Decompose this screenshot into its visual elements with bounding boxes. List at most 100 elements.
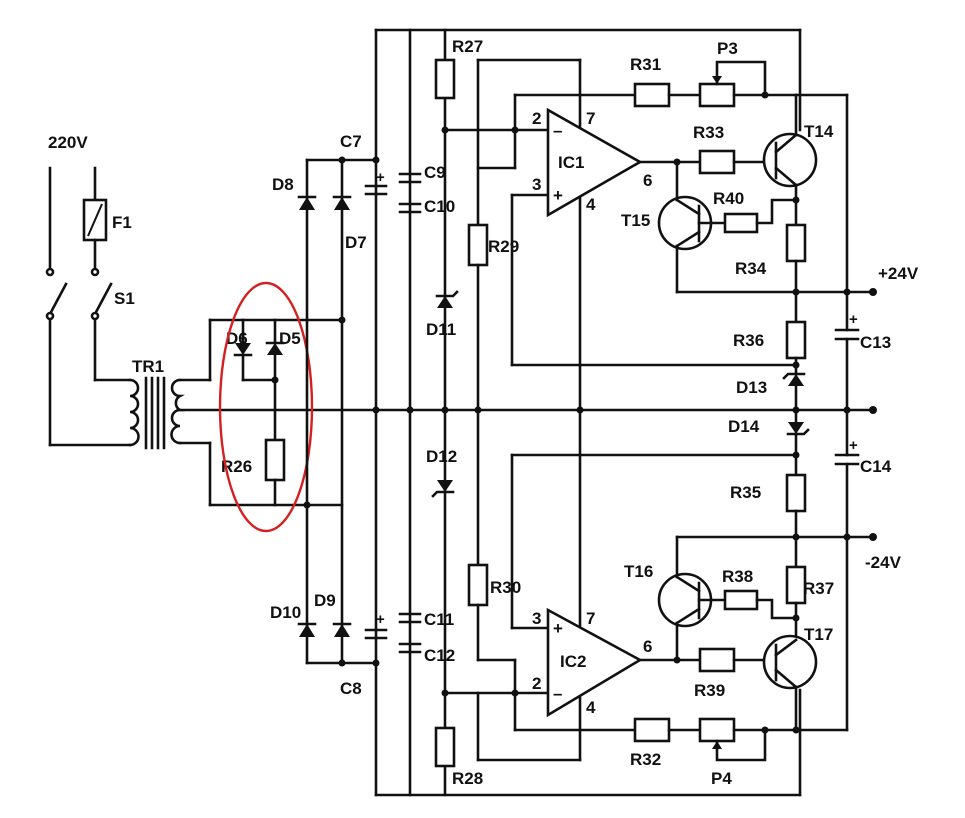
- ic2-pin2: 2: [532, 674, 541, 693]
- d9-label: D9: [314, 591, 336, 610]
- r28-label: R28: [452, 769, 483, 788]
- ic2-label: IC2: [560, 652, 586, 671]
- potentiometer-p4: [698, 717, 736, 743]
- t16-label: T16: [624, 562, 653, 581]
- d6-label: D6: [226, 329, 248, 348]
- diode-d6: [235, 343, 251, 355]
- c13-plus: +: [849, 311, 858, 328]
- c8-plus: +: [376, 611, 385, 628]
- c14-plus: +: [849, 437, 858, 454]
- negative-regulator: D14 R35 + C14 -24V R37 T16 R38 R3: [467, 408, 902, 788]
- potentiometer-p3: [698, 82, 736, 108]
- c11-label: C11: [424, 610, 454, 629]
- r35-label: R35: [730, 483, 761, 502]
- mains-label: 220V: [48, 133, 88, 152]
- diode-d7: [334, 197, 350, 210]
- resistor-r31: [633, 82, 671, 108]
- resistor-r27: [434, 58, 456, 100]
- filter-capacitors: C7 + C8 + C9 C10 C11 C12: [340, 132, 455, 698]
- r37-label: R37: [803, 579, 834, 598]
- ic1-plus: +: [553, 186, 563, 205]
- r40-label: R40: [713, 189, 744, 208]
- transformer-label: TR1: [132, 357, 164, 376]
- c12-label: C12: [424, 646, 455, 665]
- bridge-rectifier: D8 D7 D10 D9: [270, 156, 380, 667]
- r38-label: R38: [722, 567, 753, 586]
- p4-label: P4: [711, 769, 732, 788]
- pos-label: +24V: [878, 264, 919, 283]
- c8-label: C8: [340, 679, 362, 698]
- ic2-pin7: 7: [586, 609, 595, 628]
- resistor-r36: [785, 320, 807, 360]
- d14-label: D14: [728, 417, 760, 436]
- ic1-minus: –: [553, 121, 562, 140]
- resistor-r35: [785, 473, 807, 513]
- r39-label: R39: [694, 681, 725, 700]
- r26-label: R26: [221, 457, 252, 476]
- resistor-r32: [633, 717, 671, 743]
- switch-label: S1: [114, 289, 135, 308]
- ground-rail: [178, 406, 877, 414]
- t15-label: T15: [621, 211, 650, 230]
- neg-label: -24V: [865, 553, 902, 572]
- r32-label: R32: [630, 750, 661, 769]
- c9-label: C9: [424, 163, 446, 182]
- resistor-r26: [264, 438, 286, 482]
- r31-label: R31: [630, 55, 661, 74]
- d13-label: D13: [736, 378, 767, 397]
- resistor-r30: [467, 563, 489, 607]
- diode-d5: [267, 343, 283, 355]
- c14-label: C14: [860, 457, 892, 476]
- r29-label: R29: [488, 237, 519, 256]
- ic1-pin6: 6: [643, 171, 652, 190]
- zener-d12: [437, 480, 453, 492]
- zener-d11: [437, 296, 453, 308]
- ic2-plus: +: [553, 619, 563, 638]
- t14-label: T14: [804, 122, 834, 141]
- ic1-pin3: 3: [532, 175, 541, 194]
- ic1-pin4: 4: [586, 195, 596, 214]
- ic2-pin4: 4: [586, 698, 596, 717]
- ic1-pin7: 7: [586, 109, 595, 128]
- d8-label: D8: [272, 175, 294, 194]
- d5-label: D5: [279, 329, 301, 348]
- resistor-r34: [785, 223, 807, 263]
- ic1-pin2: 2: [532, 109, 541, 128]
- ic2-pin3: 3: [532, 609, 541, 628]
- diode-d9: [334, 624, 350, 637]
- d10-label: D10: [270, 603, 301, 622]
- d11-label: D11: [426, 320, 456, 339]
- resistor-r28: [434, 726, 456, 768]
- diode-d10: [299, 624, 315, 637]
- ic1-label: IC1: [558, 153, 584, 172]
- zener-d13: [788, 374, 804, 386]
- mains-input: 220V F1 S1: [45, 133, 135, 447]
- p3-label: P3: [717, 39, 738, 58]
- r30-label: R30: [490, 578, 521, 597]
- resistor-r38: [723, 589, 759, 611]
- r36-label: R36: [733, 331, 764, 350]
- opamp-ic2: [546, 607, 643, 718]
- zener-d14: [788, 422, 804, 434]
- highlighted-region: D6 D5 R26: [208, 281, 344, 533]
- resistor-r39: [698, 647, 736, 673]
- fuse-label: F1: [112, 213, 132, 232]
- d12-label: D12: [426, 447, 457, 466]
- resistor-r40: [723, 212, 759, 234]
- t17-label: T17: [804, 625, 833, 644]
- reference-network: R27 D11 D12 R28: [426, 37, 517, 788]
- opamp-ic1: [546, 107, 643, 218]
- resistor-r33: [698, 149, 736, 175]
- transformer-tr1: TR1: [128, 357, 212, 450]
- highlight-ellipse: [218, 281, 314, 533]
- c7-plus: +: [376, 169, 385, 186]
- c7-label: C7: [340, 132, 362, 151]
- c13-label: C13: [860, 333, 891, 352]
- c10-label: C10: [424, 197, 455, 216]
- resistor-r29: [467, 223, 489, 267]
- diode-d8: [299, 197, 315, 210]
- r34-label: R34: [735, 259, 767, 278]
- r27-label: R27: [452, 37, 483, 56]
